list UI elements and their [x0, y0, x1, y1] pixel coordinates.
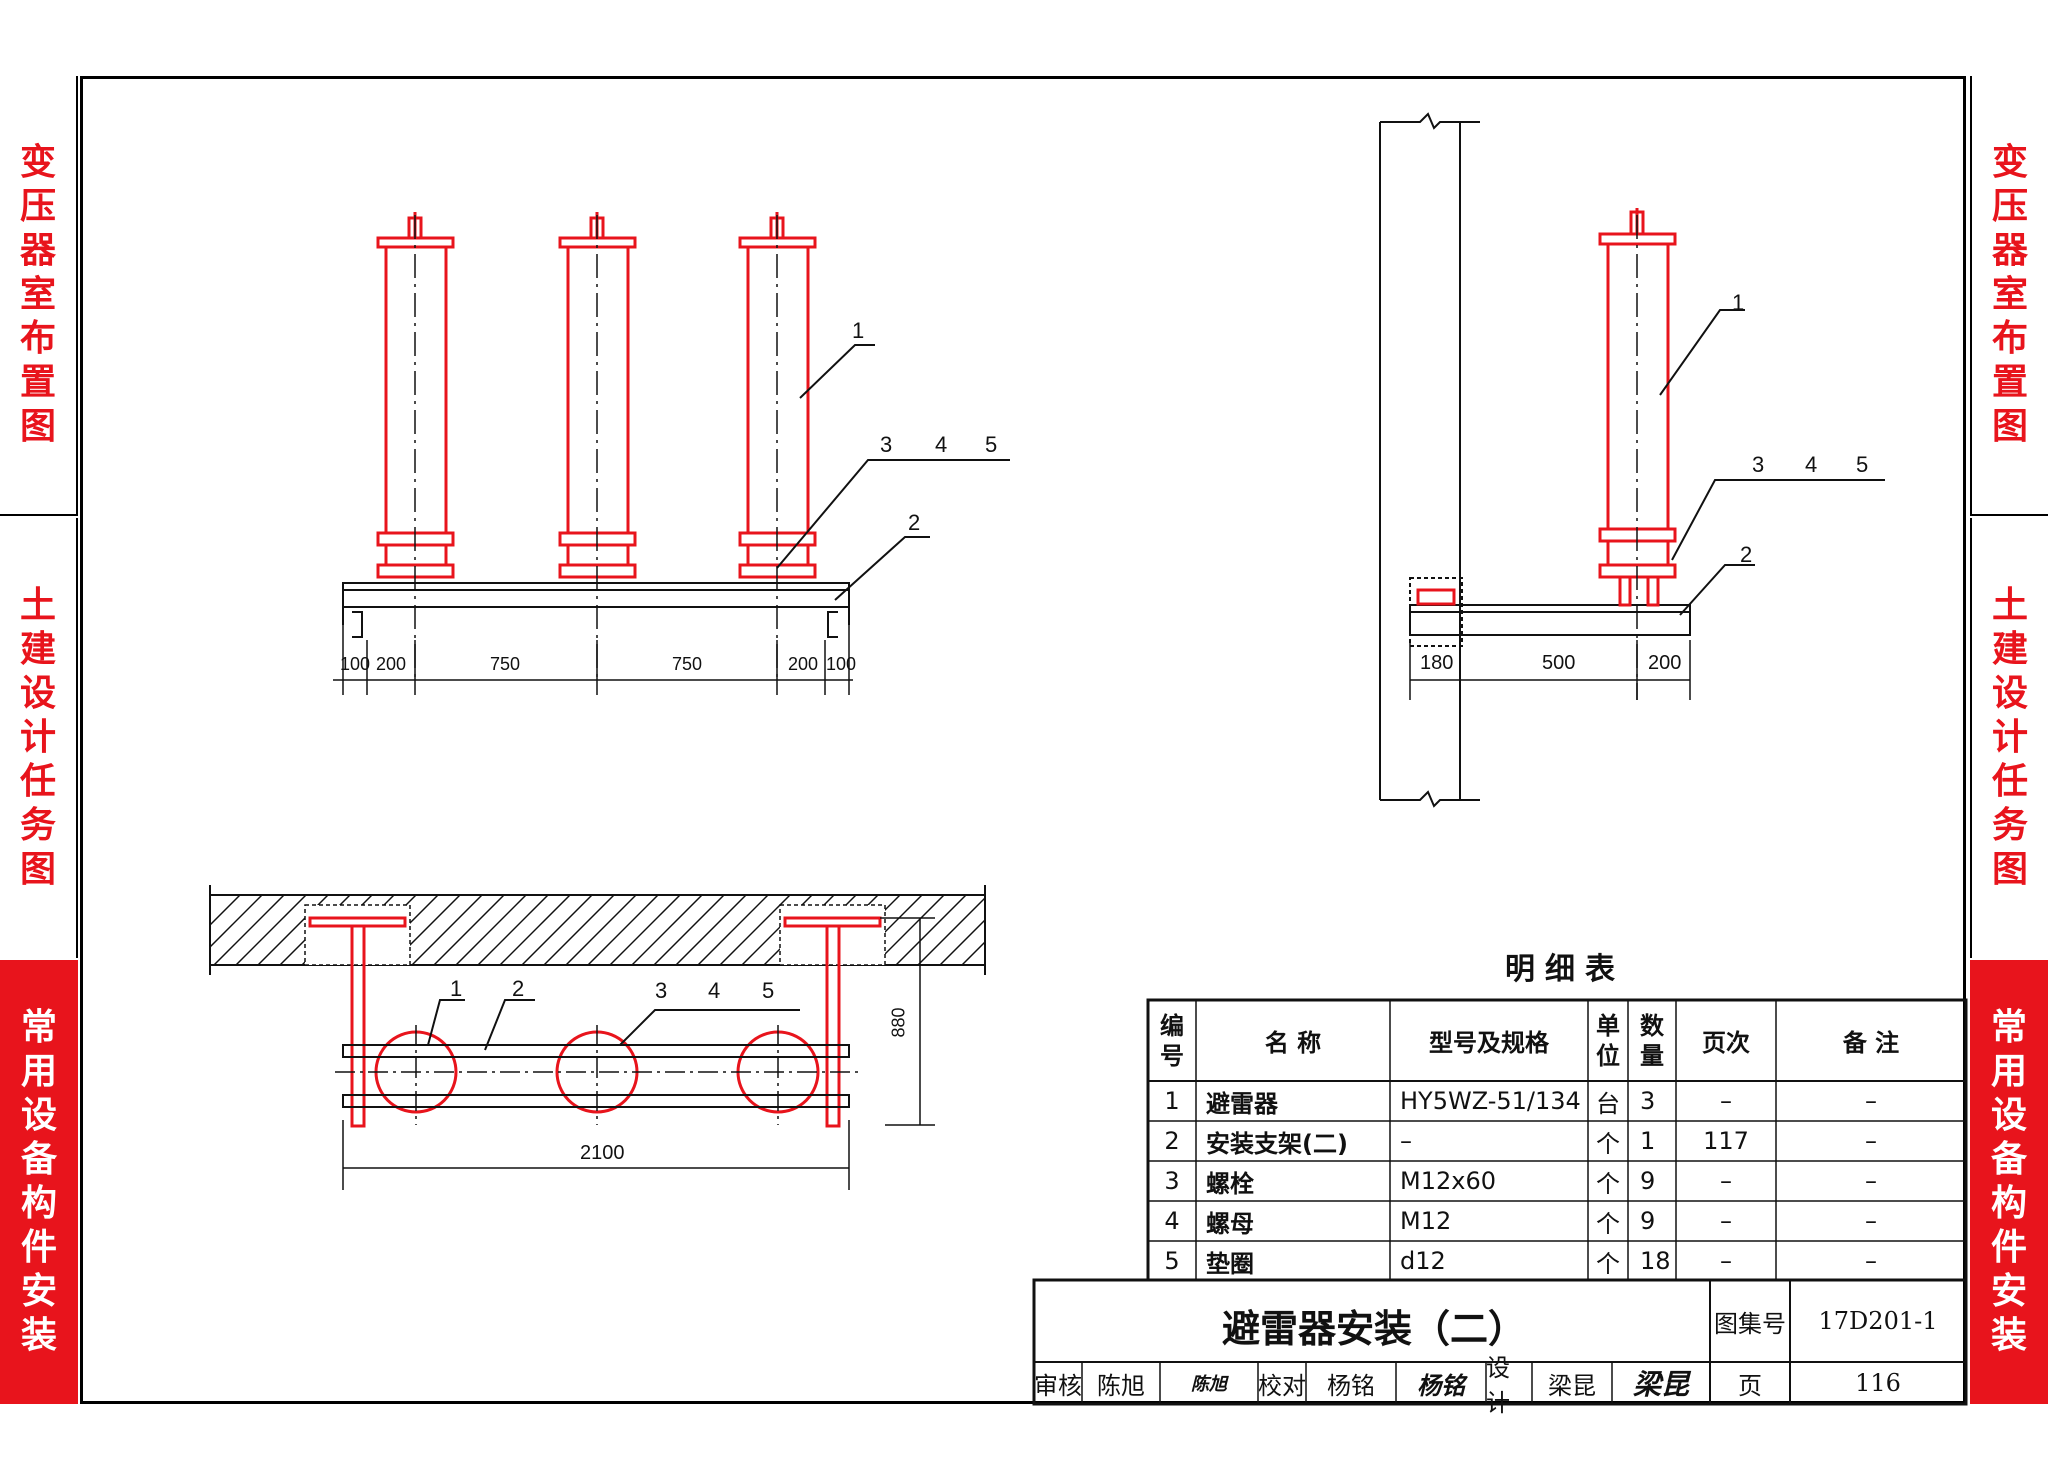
table-cell-qty: 9: [1640, 1167, 1656, 1195]
checker-signature: 杨铭: [1417, 1370, 1465, 1400]
table-cell-page: –: [1720, 1087, 1732, 1115]
plan-label-3: 3: [655, 978, 668, 1003]
table-title: 明细表: [1505, 952, 1625, 987]
table-cell-qty: 18: [1640, 1247, 1671, 1275]
side-tab-equipment-install: 常用设备构件安装: [0, 960, 78, 1404]
table-cell-name: 螺栓: [1206, 1169, 1254, 1198]
side-tab-civil-design: 土建设计任务图: [1970, 518, 2048, 958]
table-header-model: 型号及规格: [1429, 1028, 1549, 1057]
table-cell-name: 安装支架(二): [1206, 1129, 1348, 1158]
table-cell-remark: –: [1865, 1127, 1877, 1155]
side-dim-500: 500: [1542, 652, 1576, 674]
plan-label-4: 4: [708, 978, 721, 1003]
check-label: 校对: [1258, 1371, 1306, 1400]
drawing-frame: [80, 76, 1966, 1404]
page-label: 页: [1738, 1371, 1762, 1400]
plan-dim-880: 880: [888, 1007, 909, 1038]
table-header-unit: 单位: [1596, 1010, 1620, 1070]
side-label-3: 3: [1752, 452, 1765, 477]
page-number: 116: [1855, 1369, 1901, 1397]
plan-dim-2100: 2100: [580, 1142, 625, 1164]
front-label-3: 3: [880, 432, 893, 457]
table-grid: [1032, 998, 1968, 1406]
table-cell-model: d12: [1400, 1247, 1446, 1275]
drawing-title: 避雷器安装（二）: [1222, 1307, 1527, 1351]
reviewer-name: 陈旭: [1097, 1371, 1145, 1400]
plan-label-2: 2: [512, 976, 525, 1001]
front-label-5: 5: [985, 432, 998, 457]
front-dim-100-right: 100: [826, 654, 857, 674]
designer-signature: 梁昆: [1632, 1368, 1689, 1401]
checker-name: 杨铭: [1327, 1371, 1375, 1400]
table-cell-unit: 个: [1596, 1249, 1620, 1278]
table-cell-model: M12: [1400, 1207, 1452, 1235]
plan-label-5: 5: [762, 978, 775, 1003]
front-dim-750-right: 750: [672, 654, 703, 674]
table-cell-model: M12x60: [1400, 1167, 1496, 1195]
table-cell-unit: 个: [1596, 1129, 1620, 1158]
table-header-name: 名 称: [1264, 1028, 1322, 1057]
atlas-number: 17D201-1: [1818, 1307, 1938, 1335]
table-cell-no: 2: [1164, 1127, 1180, 1155]
table-cell-no: 1: [1164, 1087, 1180, 1115]
table-header-no: 编号: [1160, 1010, 1184, 1070]
front-dim-200-right: 200: [788, 654, 819, 674]
table-header-page: 页次: [1702, 1028, 1750, 1057]
table-cell-no: 5: [1164, 1247, 1180, 1275]
design-label: 设计: [1486, 1354, 1510, 1417]
table-cell-remark: –: [1865, 1167, 1877, 1195]
side-label-2: 2: [1740, 542, 1753, 567]
front-label-2: 2: [908, 510, 921, 535]
front-dim-750-left: 750: [490, 654, 521, 674]
side-label-4: 4: [1805, 452, 1818, 477]
side-label-1: 1: [1732, 290, 1745, 315]
table-header-remark: 备 注: [1842, 1028, 1900, 1057]
front-label-1: 1: [852, 318, 865, 343]
table-cell-name: 避雷器: [1206, 1089, 1278, 1118]
table-cell-no: 3: [1164, 1167, 1180, 1195]
atlas-label: 图集号: [1714, 1309, 1786, 1338]
side-tab-transformer-room: 变压器室布置图: [1970, 76, 2048, 516]
front-view: [342, 582, 850, 638]
side-tab-civil-design: 土建设计任务图: [0, 518, 78, 958]
review-label: 审核: [1034, 1371, 1082, 1400]
table-cell-page: –: [1720, 1247, 1732, 1275]
table-cell-page: –: [1720, 1167, 1732, 1195]
plan-label-1: 1: [450, 976, 463, 1001]
table-cell-model: –: [1400, 1127, 1412, 1155]
table-cell-qty: 3: [1640, 1087, 1656, 1115]
table-cell-qty: 9: [1640, 1207, 1656, 1235]
table-cell-unit: 个: [1596, 1209, 1620, 1238]
side-dim-180: 180: [1420, 652, 1454, 674]
table-cell-unit: 台: [1596, 1089, 1620, 1118]
table-cell-unit: 个: [1596, 1169, 1620, 1198]
side-dim-200: 200: [1648, 652, 1682, 674]
table-cell-remark: –: [1865, 1247, 1877, 1275]
front-dim-200-left: 200: [376, 654, 407, 674]
plan-view-embed: [304, 904, 886, 966]
table-cell-model: HY5WZ-51/134: [1400, 1087, 1581, 1115]
table-cell-remark: –: [1865, 1087, 1877, 1115]
table-cell-page: 117: [1703, 1127, 1749, 1155]
side-tab-equipment-install: 常用设备构件安装: [1970, 960, 2048, 1404]
table-cell-name: 垫圈: [1206, 1249, 1254, 1278]
side-tab-transformer-room: 变压器室布置图: [0, 76, 78, 516]
table-header-qty: 数量: [1640, 1010, 1664, 1070]
side-label-5: 5: [1856, 452, 1869, 477]
table-cell-remark: –: [1865, 1207, 1877, 1235]
front-dim-100-left: 100: [340, 654, 371, 674]
designer-name: 梁昆: [1548, 1371, 1596, 1400]
table-cell-page: –: [1720, 1207, 1732, 1235]
table-cell-qty: 1: [1640, 1127, 1656, 1155]
table-cell-no: 4: [1164, 1207, 1180, 1235]
front-label-4: 4: [935, 432, 948, 457]
reviewer-signature: 陈旭: [1191, 1374, 1227, 1395]
table-cell-name: 螺母: [1206, 1209, 1254, 1238]
